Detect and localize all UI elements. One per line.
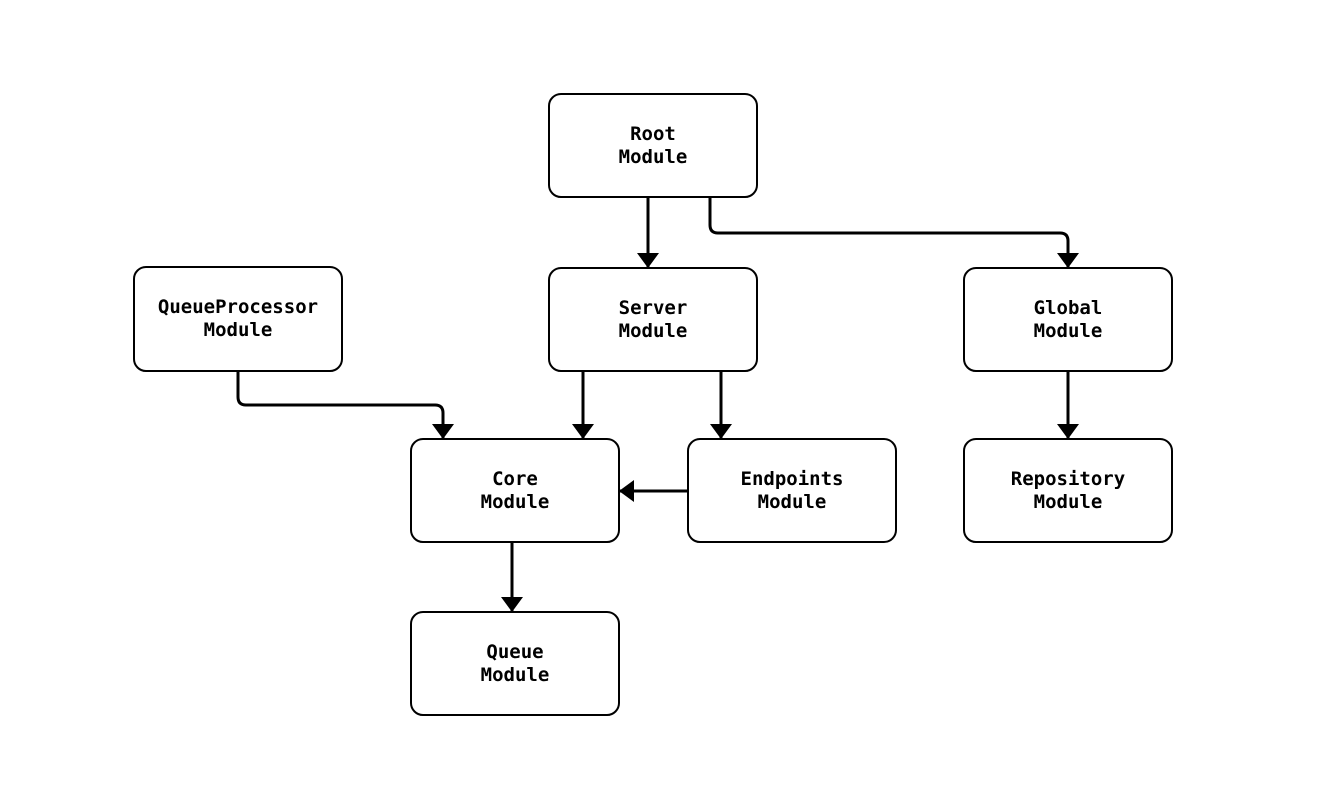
node-label-queue: Queue Module	[480, 640, 550, 686]
node-endpoints-module: Endpoints Module	[687, 438, 897, 543]
node-queue-processor-module: QueueProcessor Module	[133, 266, 343, 372]
node-label-endpoints: Endpoints Module	[740, 467, 844, 513]
node-server-module: Server Module	[548, 267, 758, 372]
node-label-root: Root Module	[618, 122, 688, 168]
node-label-repository: Repository Module	[1010, 467, 1126, 513]
node-label-global: Global Module	[1033, 296, 1103, 342]
edge-root-to-global	[708, 198, 1079, 268]
node-root-module: Root Module	[548, 93, 758, 198]
edge-queue-processor-to-core	[236, 372, 454, 439]
node-repository-module: Repository Module	[963, 438, 1173, 543]
node-core-module: Core Module	[410, 438, 620, 543]
node-label-server: Server Module	[618, 296, 688, 342]
node-global-module: Global Module	[963, 267, 1173, 372]
node-label-core: Core Module	[480, 467, 550, 513]
node-label-queue-processor: QueueProcessor Module	[157, 296, 319, 341]
node-queue-module: Queue Module	[410, 611, 620, 716]
